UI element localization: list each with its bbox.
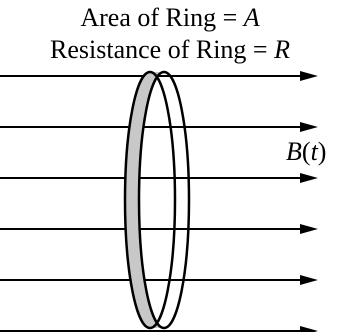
area-symbol: A — [242, 3, 260, 32]
field-label: B(t) — [286, 137, 326, 166]
area-caption-prefix: Area of Ring = — [80, 3, 243, 32]
field-symbol: B — [286, 137, 302, 166]
field-arrowhead — [300, 173, 318, 183]
resistance-caption-prefix: Resistance of Ring = — [50, 35, 274, 64]
resistance-symbol: R — [273, 35, 290, 64]
field-arrowhead — [300, 275, 318, 285]
field-arrowhead — [300, 326, 318, 332]
ring-shaded-band — [126, 72, 164, 328]
ring-front-edge — [137, 70, 191, 330]
field-arg-close: ) — [318, 137, 327, 166]
field-arg: t — [311, 137, 319, 166]
field-arg-open: ( — [302, 137, 311, 166]
field-arrowhead — [300, 122, 318, 132]
conducting-ring — [123, 70, 191, 330]
magnetic-field-lines — [0, 71, 318, 332]
area-caption: Area of Ring = A — [80, 3, 259, 32]
resistance-caption: Resistance of Ring = R — [50, 35, 290, 64]
field-arrowhead — [300, 71, 318, 81]
ring-back-edge — [123, 70, 177, 330]
field-arrowhead — [300, 224, 318, 234]
